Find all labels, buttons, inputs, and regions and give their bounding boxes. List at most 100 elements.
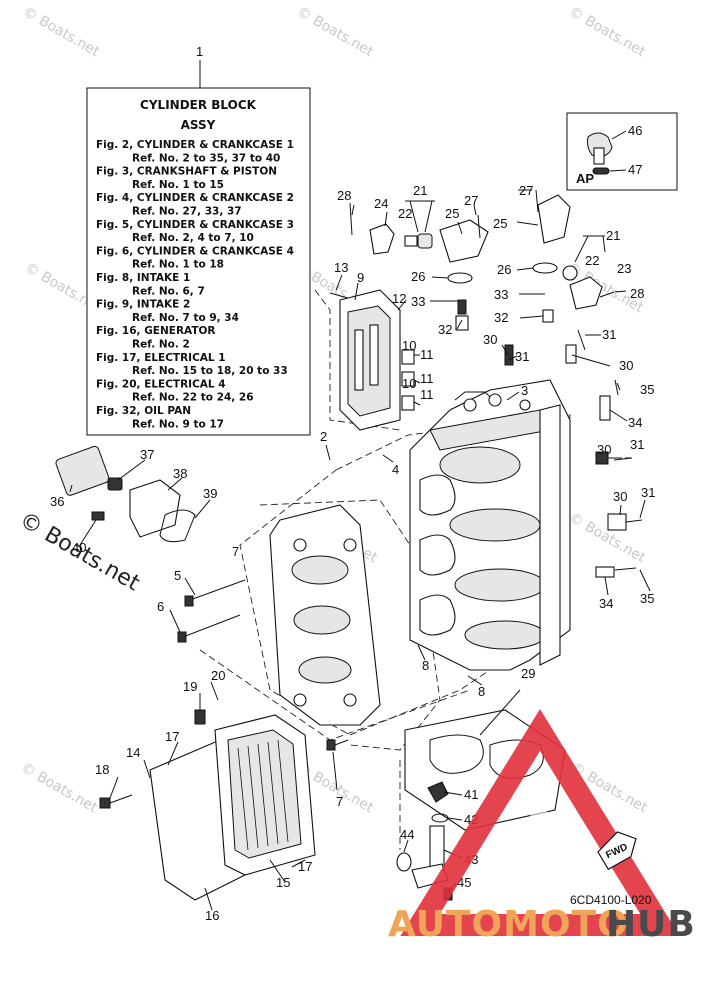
callout: 30 xyxy=(483,332,497,347)
legend-ref-line: Ref. No. 15 to 18, 20 to 33 xyxy=(132,365,288,377)
exhaust-cover xyxy=(149,709,316,901)
callout: 11 xyxy=(420,347,434,362)
callout: 31 xyxy=(630,437,644,452)
callout: 36 xyxy=(50,494,64,509)
callout: 38 xyxy=(173,466,187,481)
crankcase-half xyxy=(269,504,381,726)
watermark-text: © Boats.net xyxy=(18,760,100,817)
legend-ref-line: Ref. No. 27, 33, 37 xyxy=(132,206,242,218)
legend-figure-line: Fig. 16, GENERATOR xyxy=(96,325,216,337)
callout: 2 xyxy=(320,429,327,444)
ap-box: AP 46 47 xyxy=(566,112,678,191)
callout: 33 xyxy=(494,287,508,302)
callout: 17 xyxy=(298,859,312,874)
callout: 4 xyxy=(392,462,399,477)
callout: 10 xyxy=(402,376,416,391)
callout: 8 xyxy=(478,684,485,699)
callout: 26 xyxy=(411,269,425,284)
callout: 25 xyxy=(445,206,459,221)
legend-title: CYLINDER BLOCK xyxy=(140,98,257,112)
legend-figure-line: Fig. 9, INTAKE 2 xyxy=(96,299,190,311)
callout: 23 xyxy=(617,261,631,276)
callout: 28 xyxy=(337,188,351,203)
callout-1: 1 xyxy=(196,44,203,59)
callout: 22 xyxy=(398,206,412,221)
callouts: 2 3 4 5 6 7 7 8 8 9 10 10 11 11 11 12 13… xyxy=(50,183,655,923)
brand-name-part2: HUB xyxy=(606,904,696,945)
legend-figure-line: Fig. 5, CYLINDER & CRANKCASE 3 xyxy=(96,219,294,231)
callout: 44 xyxy=(400,827,414,842)
legend-ref-line: Ref. No. 2, 4 to 7, 10 xyxy=(132,232,254,244)
callout: 14 xyxy=(126,745,140,760)
callout: 21 xyxy=(606,228,620,243)
legend-figure-line: Fig. 17, ELECTRICAL 1 xyxy=(96,352,226,364)
callout: 5 xyxy=(174,568,181,583)
callout: 32 xyxy=(494,310,508,325)
callout: 30 xyxy=(597,442,611,457)
watermark-text: © Boats.net xyxy=(20,4,102,61)
callout: 7 xyxy=(232,544,239,559)
callout: 31 xyxy=(641,485,655,500)
legend-box: 1 CYLINDER BLOCK ASSY Fig. 2, CYLINDER &… xyxy=(86,44,311,436)
callout: 29 xyxy=(521,666,535,681)
watermark-text: © Boats.net xyxy=(294,4,376,61)
callout: 11 xyxy=(420,387,434,402)
callout: 16 xyxy=(205,908,219,923)
callout: 34 xyxy=(599,596,613,611)
callout: 30 xyxy=(619,358,633,373)
watermark-text: © Boats.net xyxy=(566,4,648,61)
legend-figure-line: Fig. 3, CRANKSHAFT & PISTON xyxy=(96,166,277,178)
legend-figure-line: Fig. 2, CYLINDER & CRANKCASE 1 xyxy=(96,139,294,151)
legend-ref-line: Ref. No. 1 to 15 xyxy=(132,179,224,191)
brand-logo: FWD 6CD4100-L020 AUTOMOTO HUB xyxy=(388,709,696,945)
legend-ref-line: Ref. No. 2 to 35, 37 to 40 xyxy=(132,152,280,164)
callout: 35 xyxy=(640,382,654,397)
callout: 17 xyxy=(165,729,179,744)
callout: 33 xyxy=(411,294,425,309)
callout: 26 xyxy=(497,262,511,277)
callout: 13 xyxy=(334,260,348,275)
callout: 15 xyxy=(276,875,290,890)
oil-pipe xyxy=(396,781,453,901)
callout: 22 xyxy=(585,253,599,268)
callout: 3 xyxy=(521,383,528,398)
legend-figure-line: Fig. 20, ELECTRICAL 4 xyxy=(96,378,226,390)
callout: 11 xyxy=(420,371,434,386)
callout: 19 xyxy=(183,679,197,694)
legend-ref-line: Ref. No. 1 to 18 xyxy=(132,259,224,271)
diagram-code: 6CD4100-L020 xyxy=(570,893,652,907)
legend-ref-line: Ref. No. 7 to 9, 34 xyxy=(132,312,239,324)
callout: 40 xyxy=(72,540,86,555)
brand-name-part1: AUTOMOTO xyxy=(388,904,629,945)
legend-figure-line: Fig. 6, CYLINDER & CRANKCASE 4 xyxy=(96,245,294,257)
watermark-text: © Boats.net xyxy=(566,510,648,567)
legend-ref-line: Ref. No. 9 to 17 xyxy=(132,418,224,430)
callout: 35 xyxy=(640,591,654,606)
callout: 25 xyxy=(493,216,507,231)
callout: 39 xyxy=(203,486,217,501)
legend-figure-line: Fig. 4, CYLINDER & CRANKCASE 2 xyxy=(96,192,294,204)
leader-lines xyxy=(69,189,651,911)
top-fittings xyxy=(369,194,627,578)
callout: 41 xyxy=(464,787,478,802)
callout: 37 xyxy=(140,447,154,462)
callout: 8 xyxy=(422,658,429,673)
callout: 27 xyxy=(464,193,478,208)
callout: 27 xyxy=(519,183,533,198)
callout: 34 xyxy=(628,415,642,430)
legend-figure-line: Fig. 8, INTAKE 1 xyxy=(96,272,190,284)
callout: 6 xyxy=(157,599,164,614)
legend-ref-line: Ref. No. 22 to 24, 26 xyxy=(132,392,254,404)
callout: 10 xyxy=(402,338,416,353)
legend-subtitle: ASSY xyxy=(181,118,216,132)
intake-plate xyxy=(339,289,401,431)
legend-figure-line: Fig. 32, OIL PAN xyxy=(96,405,191,417)
callout: 7 xyxy=(336,794,343,809)
callout: 12 xyxy=(392,291,406,306)
callout-47: 47 xyxy=(628,162,642,177)
callout-46: 46 xyxy=(628,123,642,138)
ap-label: AP xyxy=(576,171,594,186)
bolts xyxy=(99,189,643,809)
